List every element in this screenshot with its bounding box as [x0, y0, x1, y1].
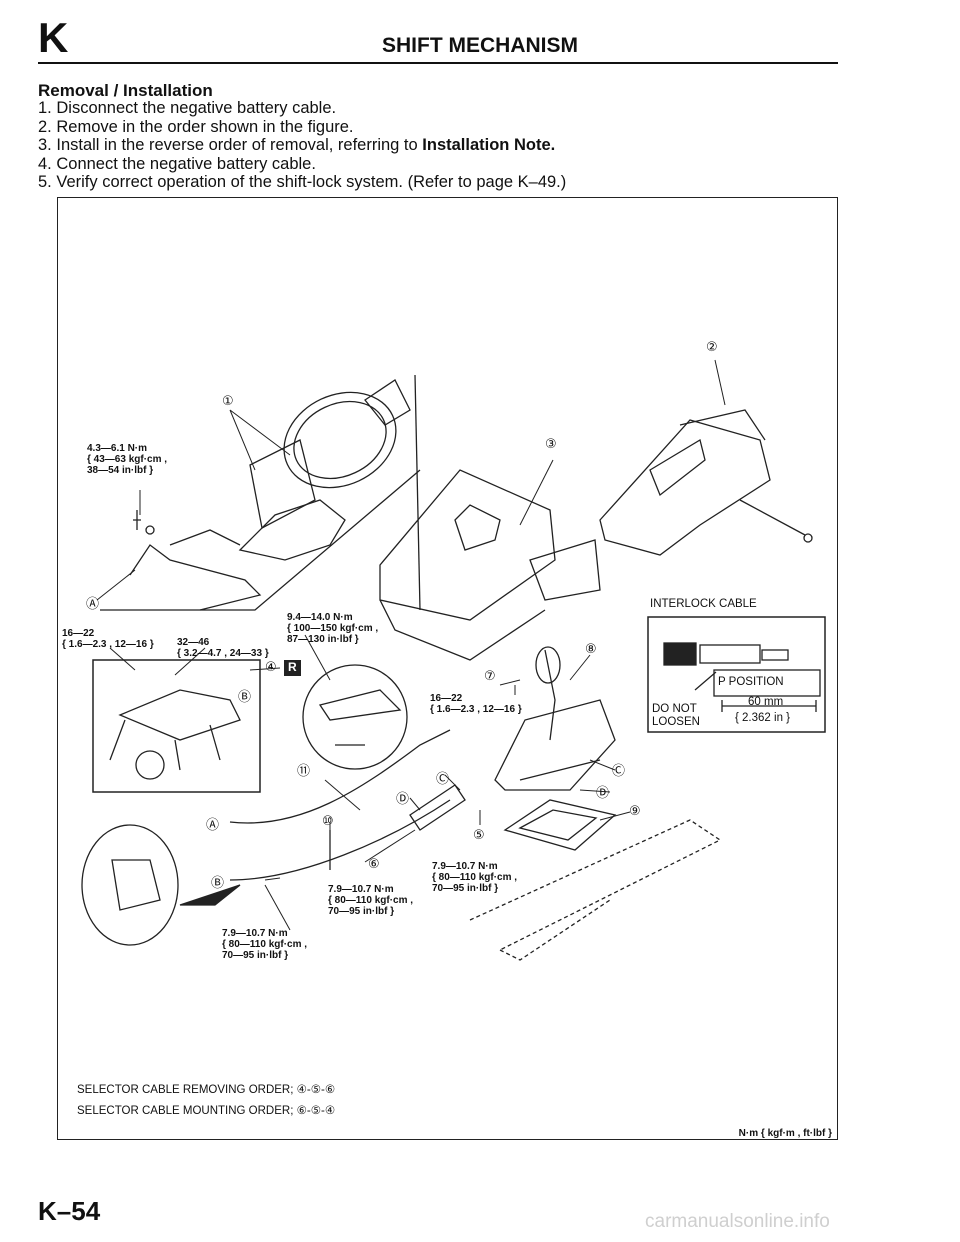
dim-mm: 60 mm [748, 696, 784, 708]
steering-assembly [100, 374, 421, 611]
shift-lever [494, 646, 616, 791]
step-item: 4. Connect the negative battery cable. [38, 154, 316, 173]
torque-label: 4.3—6.1 N·m{ 43—63 kgf·cm ,38—54 in·lbf … [87, 443, 168, 476]
bracket-9 [503, 799, 617, 851]
watermark: carmanualsonline.info [645, 1211, 830, 1232]
do-not-label: DO NOT [652, 703, 697, 715]
callout-d-left: Ⓓ [396, 792, 410, 807]
callout-1: ① [222, 394, 234, 409]
step-item: 1. Disconnect the negative battery cable… [38, 99, 337, 117]
callout-8: ⑧ [585, 642, 597, 657]
callout-b-bottom: Ⓑ [211, 876, 225, 891]
r-badge: R [288, 660, 297, 674]
torque-label: 32—46{ 3.2—4.7 , 24—33 } [177, 637, 269, 659]
p-position-label: P POSITION [718, 676, 784, 688]
callout-c-right: Ⓒ [612, 764, 626, 779]
section-title: Removal / Installation [38, 81, 213, 100]
console-box [599, 409, 813, 556]
callout-a-bottom: Ⓐ [206, 818, 220, 833]
leader-lines [96, 359, 726, 881]
torque-label: 7.9—10.7 N·m{ 80—110 kgf·cm ,70—95 in·lb… [432, 861, 518, 894]
page-number: K–54 [38, 1196, 101, 1226]
center-console [379, 469, 601, 661]
torque-label: 9.4—14.0 N·m{ 100—150 kgf·cm ,87—130 in·… [287, 612, 379, 645]
interlock-box [647, 616, 826, 733]
callout-3: ③ [545, 437, 557, 452]
dim-in: { 2.362 in } [735, 712, 790, 724]
callout-4: ④ [265, 660, 277, 675]
bracket-d [409, 784, 466, 831]
page-title: SHIFT MECHANISM [382, 34, 578, 57]
selector-cable [229, 729, 451, 824]
callout-10: ⑩ [322, 814, 334, 829]
header-rule [38, 62, 838, 64]
units-note: N·m { kgf·m , ft·lbf } [738, 1128, 832, 1139]
section-letter: K [38, 14, 69, 61]
grommet-detail [81, 824, 179, 946]
callout-11: ⑪ [297, 764, 311, 779]
step-item: 2. Remove in the order shown in the figu… [38, 117, 354, 136]
mounting-order: SELECTOR CABLE MOUNTING ORDER; ⑥-⑤-④ [77, 1105, 336, 1117]
callout-9: ⑨ [629, 804, 641, 819]
step-item: 5. Verify correct operation of the shift… [38, 173, 567, 192]
steps-list: 1. Disconnect the negative battery cable… [38, 99, 566, 192]
torque-label: 7.9—10.7 N·m{ 80—110 kgf·cm ,70—95 in·lb… [328, 884, 414, 917]
figure-frame [57, 197, 838, 1140]
torque-label: 7.9—10.7 N·m{ 80—110 kgf·cm ,70—95 in·lb… [222, 928, 308, 961]
installation-note-link: Installation Note. [422, 136, 556, 155]
torque-label: 16—22{ 1.6—2.3 , 12—16 } [430, 693, 522, 715]
callout-7: ⑦ [484, 669, 496, 684]
step-item: 3. Install in the reverse order of remov… [38, 136, 556, 155]
callout-6: ⑥ [368, 857, 380, 872]
callout-a-top: Ⓐ [86, 597, 100, 612]
callout-b-inset: Ⓑ [238, 690, 252, 705]
callout-c-left: Ⓒ [436, 772, 450, 787]
callout-2: ② [706, 340, 718, 355]
inset-box [92, 659, 261, 793]
callout-d-right: Ⓓ [596, 786, 610, 801]
loosen-label: LOOSEN [652, 716, 700, 728]
callout-5: ⑤ [473, 828, 485, 843]
selector-cable-lower [229, 799, 451, 881]
removing-order: SELECTOR CABLE REMOVING ORDER; ④-⑤-⑥ [77, 1084, 336, 1096]
interlock-title: INTERLOCK CABLE [650, 598, 757, 610]
torque-label: 16—22{ 1.6—2.3 , 12—16 } [62, 628, 154, 650]
r-badge-box [284, 660, 301, 676]
floor-panel [469, 819, 722, 961]
magnifier-circle [302, 664, 408, 770]
